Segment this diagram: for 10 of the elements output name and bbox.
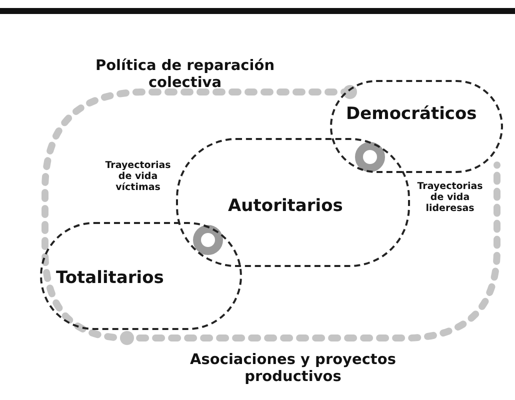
caption: Asociaciones y proyectos productivos <box>189 352 397 386</box>
annotation-text: Trayectorias de vida víctimas <box>104 160 172 193</box>
region-label: Autoritarios <box>228 196 343 216</box>
dashed-region <box>330 80 503 173</box>
dashed-region <box>40 222 242 330</box>
dashed-region <box>176 138 410 267</box>
region-label: Democráticos <box>346 104 477 124</box>
region-label: Totalitarios <box>56 268 164 288</box>
annotation-text: Trayectorias de vida lideresas <box>416 181 484 214</box>
title: Política de reparación colectiva <box>94 58 276 92</box>
